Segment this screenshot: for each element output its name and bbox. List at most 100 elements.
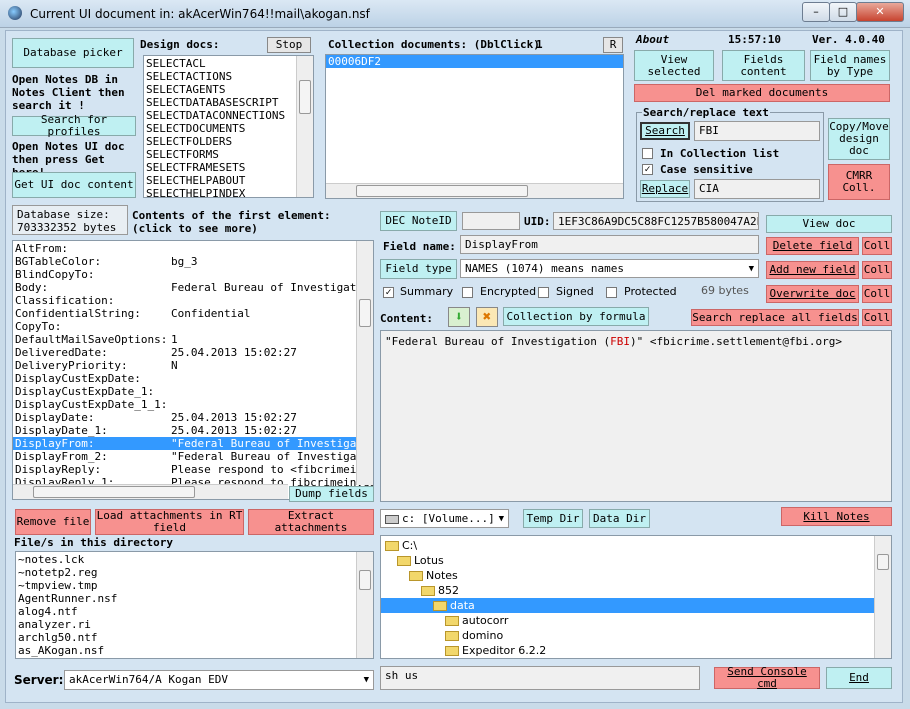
search-replace-all-button[interactable]: Search replace all fields	[691, 309, 859, 326]
files-list-scrollbar[interactable]	[356, 552, 373, 658]
summary-checkbox[interactable]: ✓	[383, 287, 394, 298]
design-doc-item[interactable]: SELECTDOCUMENTS	[146, 122, 246, 135]
replace-button[interactable]: Replace	[640, 180, 690, 198]
tree-folder-item[interactable]: autocorr	[381, 613, 891, 628]
end-button[interactable]: End	[826, 667, 892, 689]
file-item[interactable]: archlg50.ntf	[18, 631, 98, 644]
cancel-x-icon[interactable]: ✖	[476, 307, 498, 327]
data-dir-button[interactable]: Data Dir	[589, 509, 650, 528]
field-type-select[interactable]: NAMES (1074) means names ▼	[460, 259, 759, 278]
file-item[interactable]: alog4.ntf	[18, 605, 78, 618]
field-row[interactable]: DisplayCustExpDate_1:	[13, 385, 373, 398]
field-row[interactable]: Classification:	[13, 294, 373, 307]
extract-attachments-button[interactable]: Extract attachments	[248, 509, 374, 535]
tree-folder-item[interactable]: domino	[381, 628, 891, 643]
design-doc-item[interactable]: SELECTHELPABOUT	[146, 174, 246, 187]
fields-list-hscroll[interactable]	[13, 484, 288, 499]
dec-noteid-button[interactable]: DEC NoteID	[380, 211, 457, 231]
coll-button-1[interactable]: Coll	[862, 237, 892, 255]
fields-list-vscroll[interactable]	[356, 241, 373, 485]
field-row[interactable]: AltFrom:	[13, 242, 373, 255]
refresh-r-button[interactable]: R	[603, 37, 623, 53]
collection-item[interactable]: 00006DF2	[326, 55, 623, 68]
collection-list[interactable]: 00006DF2	[325, 54, 624, 199]
tree-folder-item[interactable]: Expeditor 6.2.2	[381, 643, 891, 658]
design-doc-item[interactable]: SELECTHELPINDEX	[146, 187, 246, 198]
copy-move-button[interactable]: Copy/Move design doc	[828, 118, 890, 160]
in-collection-checkbox[interactable]	[642, 148, 653, 159]
add-new-field-button[interactable]: Add new field	[766, 261, 859, 279]
replace-input[interactable]: CIA	[694, 179, 820, 199]
overwrite-doc-button[interactable]: Overwrite doc	[766, 285, 859, 303]
del-marked-button[interactable]: Del marked documents	[634, 84, 890, 102]
view-selected-button[interactable]: View selected	[634, 50, 714, 81]
field-type-button[interactable]: Field type	[380, 259, 457, 279]
field-row[interactable]: BlindCopyTo:	[13, 268, 373, 281]
field-name-input[interactable]: DisplayFrom	[460, 235, 759, 254]
search-profiles-button[interactable]: Search for profiles	[12, 114, 136, 138]
load-attachments-button[interactable]: Load attachments in RT field	[95, 509, 244, 535]
design-doc-item[interactable]: SELECTFORMS	[146, 148, 219, 161]
design-doc-item[interactable]: SELECTACL	[146, 57, 206, 70]
file-item[interactable]: as_AKogan.nsf	[18, 644, 105, 657]
tree-folder-item[interactable]: Lotus	[381, 553, 891, 568]
field-row[interactable]: DeliveredDate:25.04.2013 15:02:27	[13, 346, 373, 359]
accept-arrow-icon[interactable]: ⬇	[448, 307, 470, 327]
get-ui-doc-button[interactable]: Get UI doc content	[12, 172, 136, 198]
directory-tree-scrollbar[interactable]	[874, 536, 891, 658]
noteid-field[interactable]	[462, 212, 520, 230]
tree-folder-item[interactable]: data	[381, 598, 891, 613]
collection-scrollbar[interactable]	[326, 183, 623, 198]
field-row[interactable]: DeliveryPriority:N	[13, 359, 373, 372]
coll-button-2[interactable]: Coll	[862, 261, 892, 279]
tree-folder-item[interactable]: C:\	[381, 538, 891, 553]
collection-by-formula-button[interactable]: Collection by formula	[503, 307, 649, 326]
coll-button-3[interactable]: Coll	[862, 285, 892, 303]
design-doc-item[interactable]: SELECTAGENTS	[146, 83, 226, 96]
remove-file-button[interactable]: Remove file	[15, 509, 91, 535]
fields-content-button[interactable]: Fields content	[722, 50, 805, 81]
search-input[interactable]: FBI	[694, 121, 820, 141]
encrypted-checkbox[interactable]	[462, 287, 473, 298]
field-row[interactable]: DisplayCustExpDate:	[13, 372, 373, 385]
file-item[interactable]: ~notes.lck	[18, 553, 85, 566]
file-item[interactable]: analyzer.ri	[18, 618, 91, 631]
field-row[interactable]: DisplayCustExpDate_1_1:	[13, 398, 373, 411]
protected-checkbox[interactable]	[606, 287, 617, 298]
content-textarea[interactable]: "Federal Bureau of Investigation (FBI)" …	[380, 330, 892, 502]
design-doc-item[interactable]: SELECTDATACONNECTIONS	[146, 109, 286, 122]
design-doc-item[interactable]: SELECTACTIONS	[146, 70, 233, 83]
field-names-by-type-button[interactable]: Field names by Type	[810, 50, 890, 81]
delete-field-button[interactable]: Delete field	[766, 237, 859, 255]
tree-folder-item[interactable]: 852	[381, 583, 891, 598]
design-docs-scrollbar[interactable]	[296, 56, 313, 197]
file-item[interactable]: AgentRunner.nsf	[18, 592, 118, 605]
design-doc-item[interactable]: SELECTFOLDERS	[146, 135, 233, 148]
database-picker-button[interactable]: Database picker	[12, 38, 134, 68]
minimize-button[interactable]: –	[802, 2, 830, 22]
server-select[interactable]: akAcerWin764/A Kogan EDV ▼	[64, 670, 374, 690]
close-button[interactable]: ✕	[856, 2, 904, 22]
field-row[interactable]: ConfidentialString:Confidential	[13, 307, 373, 320]
cmrr-button[interactable]: CMRR Coll.	[828, 164, 890, 200]
drive-select[interactable]: c: [Volume...] ▼	[380, 509, 509, 528]
field-row[interactable]: Body:Federal Bureau of Investigation	[13, 281, 373, 294]
maximize-button[interactable]: □	[829, 2, 857, 22]
stop-button[interactable]: Stop	[267, 37, 311, 53]
field-row[interactable]: DisplayDate_1:25.04.2013 15:02:27	[13, 424, 373, 437]
search-button[interactable]: Search	[640, 122, 690, 140]
field-row[interactable]: DisplayFrom_2:"Federal Bureau of Investi…	[13, 450, 373, 463]
temp-dir-button[interactable]: Temp Dir	[523, 509, 583, 528]
file-item[interactable]: ~notetp2.reg	[18, 566, 98, 579]
design-doc-item[interactable]: SELECTFRAMESETS	[146, 161, 246, 174]
console-command-input[interactable]: sh us	[380, 666, 700, 690]
tree-folder-item[interactable]: Notes	[381, 568, 891, 583]
unid-field[interactable]: 1EF3C86A9DC5C88FC1257B580047A2E1	[553, 212, 759, 230]
send-console-button[interactable]: Send Console cmd	[714, 666, 820, 690]
field-row[interactable]: CopyTo:	[13, 320, 373, 333]
case-sensitive-checkbox[interactable]: ✓	[642, 164, 653, 175]
field-row[interactable]: BGTableColor:bg_3	[13, 255, 373, 268]
